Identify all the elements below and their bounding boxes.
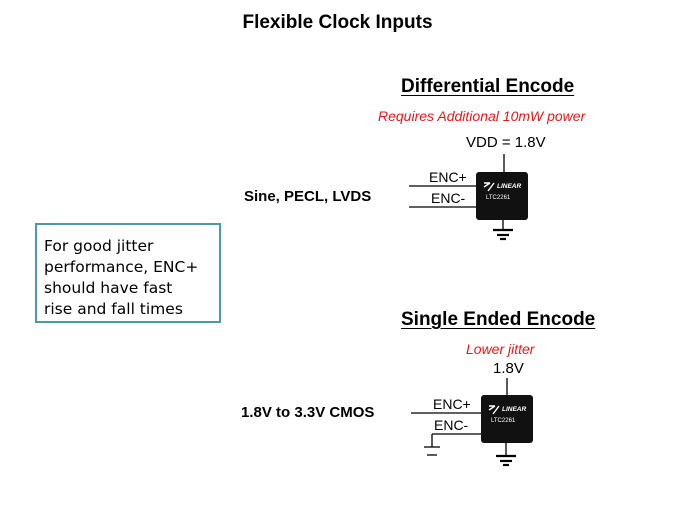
differential-pin-enc-pos: ENC+ bbox=[429, 169, 467, 185]
linear-logo-icon bbox=[483, 182, 495, 192]
info-line: should have fast bbox=[44, 279, 173, 297]
differential-heading: Differential Encode bbox=[401, 76, 575, 97]
differential-input-label: Sine, PECL, LVDS bbox=[244, 188, 372, 205]
single-ground-icon bbox=[496, 454, 516, 467]
single-heading: Single Ended Encode bbox=[401, 309, 596, 330]
single-supply-label: 1.8V bbox=[493, 360, 524, 377]
info-line: For good jitter bbox=[44, 237, 154, 255]
page-title: Flexible Clock Inputs bbox=[242, 12, 433, 33]
info-box: For good jitter performance, ENC+ should… bbox=[35, 223, 221, 323]
differential-supply-label: VDD = 1.8V bbox=[466, 134, 546, 151]
single-chip-part: LTC2261 bbox=[491, 418, 516, 424]
single-input-label: 1.8V to 3.3V CMOS bbox=[241, 404, 375, 421]
differential-ground-icon bbox=[493, 228, 513, 241]
info-line: performance, ENC+ bbox=[44, 258, 199, 276]
differential-pin-enc-neg: ENC- bbox=[431, 190, 466, 206]
single-chip: LINEAR LTC2261 bbox=[481, 395, 533, 443]
single-chip-brand: LINEAR bbox=[502, 406, 527, 413]
linear-logo-icon bbox=[488, 405, 500, 415]
single-note: Lower jitter bbox=[466, 341, 535, 357]
single-pin-enc-neg: ENC- bbox=[434, 417, 469, 433]
differential-chip-part: LTC2261 bbox=[486, 195, 511, 201]
differential-chip-brand: LINEAR bbox=[497, 183, 522, 190]
single-wiring bbox=[411, 378, 508, 456]
info-line: rise and fall times bbox=[44, 300, 183, 318]
single-pin-enc-pos: ENC+ bbox=[433, 396, 471, 412]
single-bias-ground-icon bbox=[424, 446, 440, 456]
differential-wiring bbox=[409, 154, 505, 230]
differential-note: Requires Additional 10mW power bbox=[378, 108, 586, 124]
differential-chip: LINEAR LTC2261 bbox=[476, 172, 528, 220]
